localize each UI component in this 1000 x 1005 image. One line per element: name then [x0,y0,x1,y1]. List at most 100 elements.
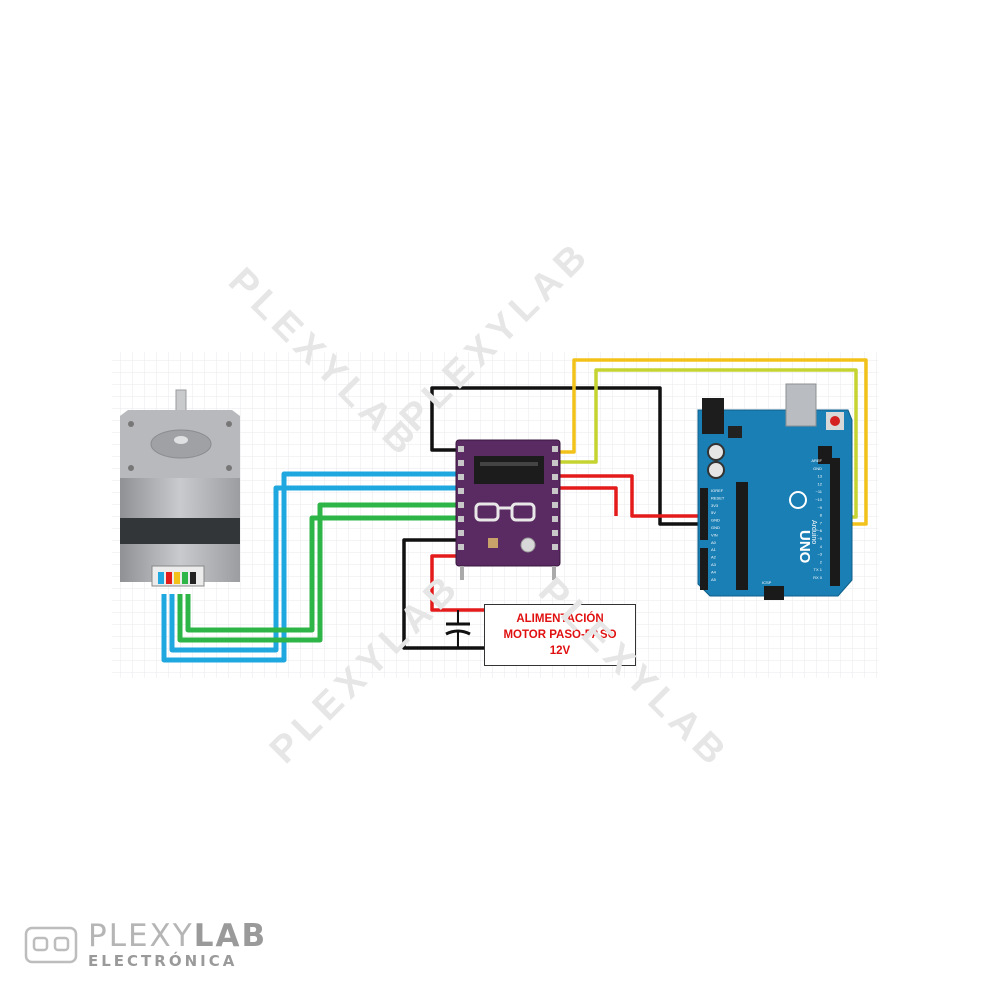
brand: PLEXYLAB ELECTRÓNICA [24,920,267,970]
arduino-digital-pin-label: 7 [820,520,823,525]
arduino-power-pin-label: GND [711,525,720,530]
stepper-driver-board [455,439,561,580]
driver-header-pins-left [458,446,464,550]
capacitor-2 [707,461,725,479]
driver-glasses-logo-right [510,502,536,522]
motor-upper-body [120,478,240,518]
motor-screw-3 [128,465,134,471]
power-supply-line-1: ALIMENTACIÓN [516,613,604,625]
arduino-power-pin-label: A0 [711,540,717,545]
wire-red-vdd-2 [556,486,618,516]
wire-black-gnd [402,538,484,650]
driver-leg-right [552,566,556,580]
connector-pin-blue [158,572,164,584]
arduino-digital-pin-label: ~5 [817,536,822,541]
wire-green-b [185,515,456,633]
arduino-digital-pin-label: 4 [820,544,823,549]
motor-screw-1 [128,421,134,427]
arduino-power-pin-label: 3V3 [711,503,719,508]
brand-name: PLEXYLAB [88,920,267,952]
wire-blue-b [169,485,456,653]
driver-header-pins-right [552,446,558,550]
motor-coil-wires [161,471,456,663]
arduino-digital-pin-label: RX 0 [813,575,823,580]
power-wires [402,538,484,650]
arduino-power-pin-label: IOREF [711,488,724,493]
arduino-digital-pin-label: TX 1 [814,567,823,572]
motor-screw-2 [226,421,232,427]
arduino-pcb [697,409,853,597]
icsp-header-top [818,446,832,464]
driver-capacitor [488,538,498,548]
arduino-icsp-label: ICSP [762,580,772,585]
power-supply-label: ALIMENTACIÓN MOTOR PASO-PASO 12V [484,604,636,666]
driver-chip-label [480,462,538,466]
connector-pin-yellow [174,572,180,584]
wire-blue-a [161,471,456,663]
reset-button [830,416,840,426]
brand-text: PLEXYLAB ELECTRÓNICA [88,920,267,970]
arduino-power-pin-label: VIN [711,532,718,537]
arduino-digital-pin-label: 2 [820,559,823,564]
power-supply-line-2: MOTOR PASO-PASO [503,629,617,641]
wire-black-enable [430,386,700,526]
arduino-brand-text: Arduino [810,520,817,544]
logic-wires [430,358,868,526]
stepper-motor [120,389,240,587]
brand-logo-icon [24,926,78,964]
icsp-header [764,586,784,600]
arduino-power-pin-label: A4 [711,569,717,574]
connector-pin-black [190,572,196,584]
power-header [700,488,708,540]
voltage-regulator [728,426,742,438]
motor-shaft-base [174,436,188,444]
driver-leg-left [460,566,464,580]
driver-glasses-logo-left [474,502,500,522]
brand-logo-spacer [24,925,80,965]
usb-connector [785,383,817,427]
wire-red-vmot [430,554,462,612]
atmega-chip [736,482,748,590]
arduino-power-pin-label: 5V [711,510,716,515]
power-supply-line-3: 12V [549,645,571,657]
driver-potentiometer [520,537,536,553]
connector-pin-red [166,572,172,584]
arduino-digital-pin-label: ~3 [817,552,822,557]
arduino-power-pin-label: A2 [711,555,717,560]
arduino-digital-pin-label: 12 [818,481,823,486]
arduino-digital-pin-label: ~11 [816,489,823,494]
arduino-power-pin-label: RESET [711,495,725,500]
motor-screw-4 [226,465,232,471]
brand-subtitle: ELECTRÓNICA [88,952,238,970]
driver-chip [474,456,544,484]
arduino-power-pin-label: A5 [711,577,717,582]
arduino-power-pin-label: A3 [711,562,717,567]
arduino-digital-pin-label: GND [813,466,822,471]
arduino-logo-icon [789,491,807,509]
arduino-power-pin-label: GND [711,518,720,523]
digital-header [830,458,840,586]
arduino-digital-pin-label: 8 [820,513,823,518]
wire-green-a [177,502,456,643]
brand-name-bold: LAB [193,918,268,954]
arduino-digital-pin-label: ~9 [817,505,822,510]
motor-core [120,518,240,544]
wire-red-vdd [556,474,700,518]
connector-pin-green [182,572,188,584]
arduino-digital-pin-label: 13 [818,474,823,479]
analog-header [700,548,708,590]
arduino-digital-pin-label: AREF [811,458,822,463]
arduino-digital-pin-label: ~6 [817,528,822,533]
arduino-power-pin-label: A1 [711,547,717,552]
arduino-digital-pin-label: ~10 [815,497,823,502]
capacitor-1 [707,443,725,461]
wire-yellow-step [556,358,868,526]
wire-lime-dir [556,368,858,519]
arduino-uno-board: Arduino UNO [697,383,853,600]
capacitor-plate-bottom [445,629,471,636]
brand-name-light: PLEXY [88,918,194,954]
arduino-model-text: UNO [796,530,813,564]
power-jack [702,398,724,434]
